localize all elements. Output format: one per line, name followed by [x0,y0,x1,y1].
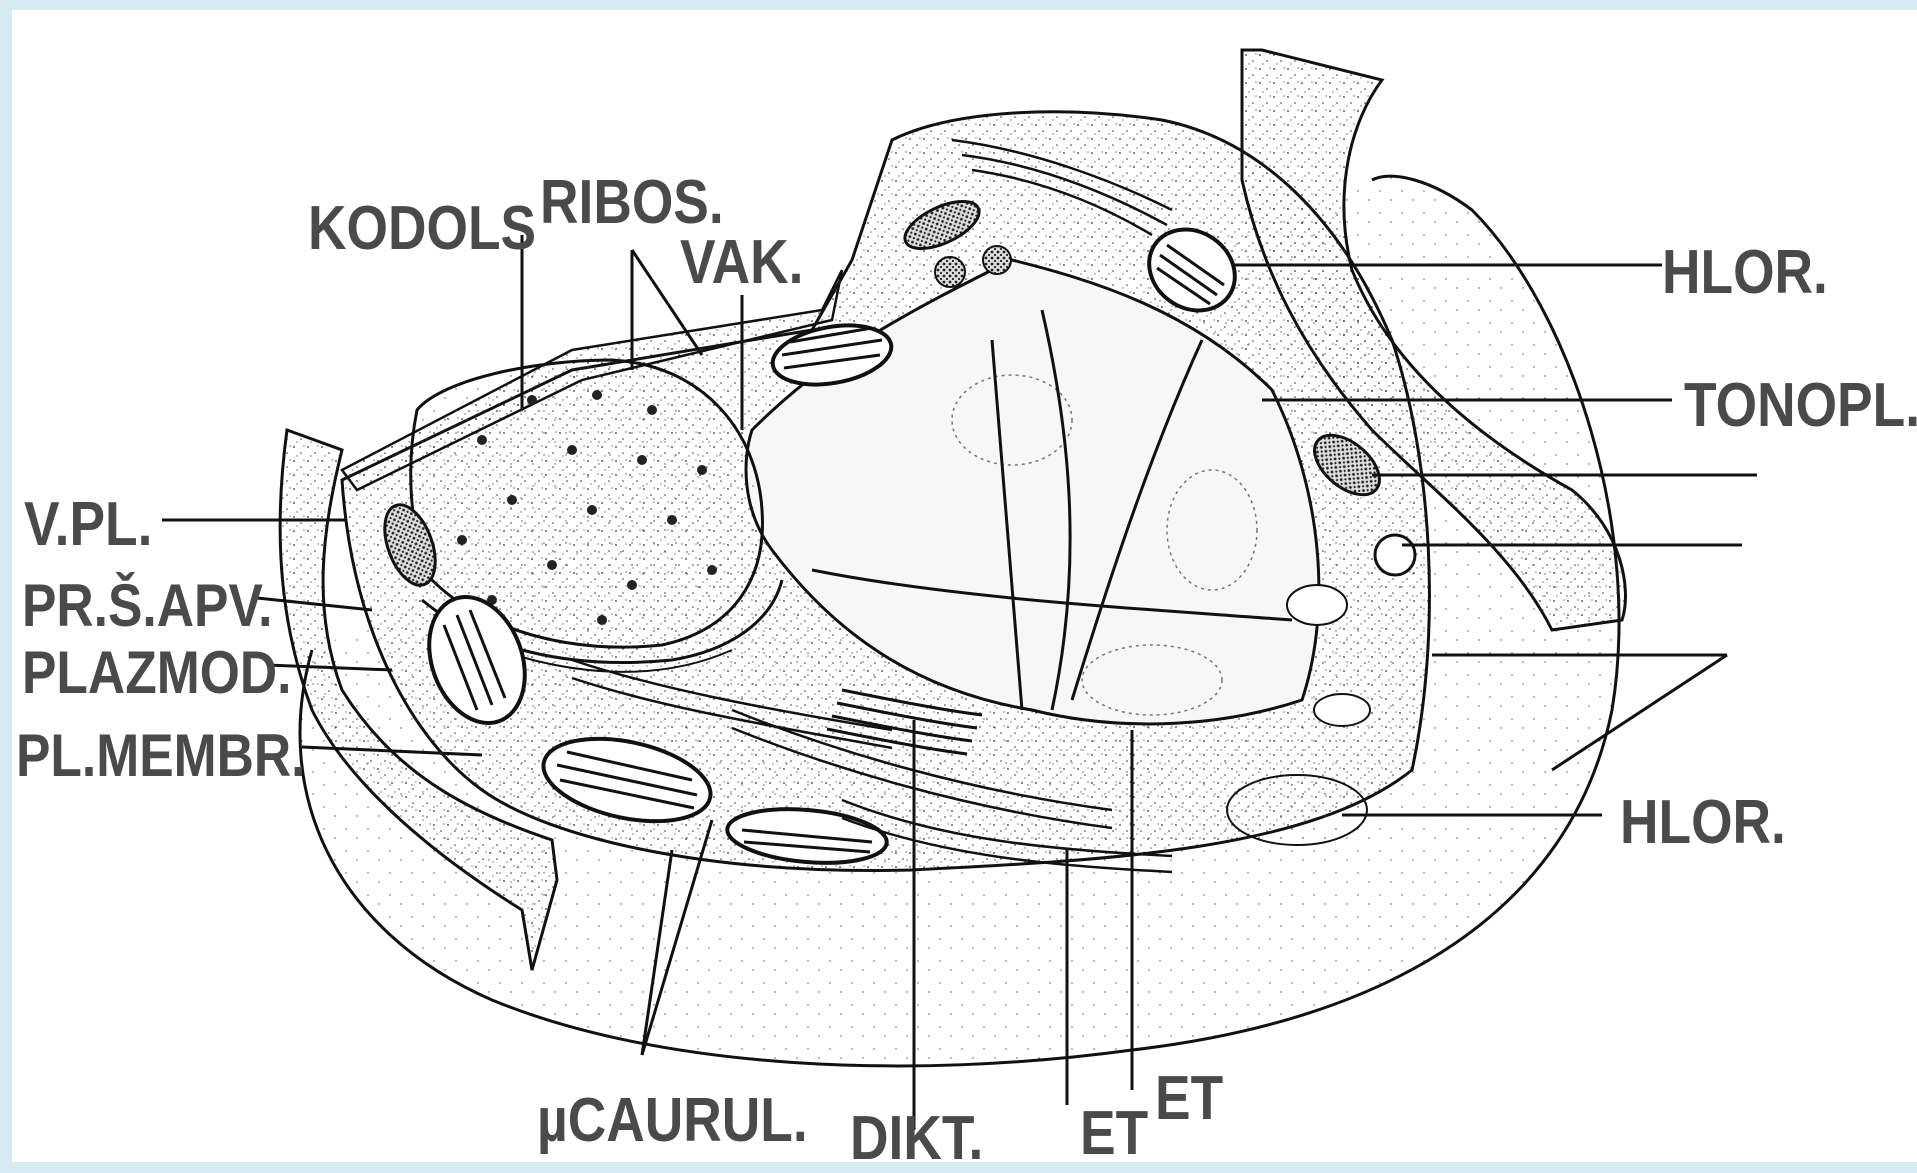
organelle-small-2 [983,246,1011,274]
label-vpl: V.PL. [24,494,152,556]
label-plazmod: PLAZMOD. [22,643,291,703]
label-vak: VAK. [680,232,803,294]
label-ribos: RIBOS. [540,172,724,234]
peroxisome [1375,535,1415,575]
plant-cell-diagram [12,10,1917,1162]
label-kodols: KODOLS [308,198,536,260]
label-hlor-bottom: HLOR. [1620,792,1786,854]
organelle-small-1 [935,257,965,287]
diagram-panel: KODOLS RIBOS. VAK. HLOR. TONOPL. V.PL. P… [12,10,1917,1162]
label-dikt: DIKT. [850,1108,983,1170]
label-tonopl: TONOPL. [1684,375,1917,437]
label-pl-membr: PL.MEMBR. [16,726,306,786]
label-caurul: µCAURUL. [537,1090,808,1152]
label-pr-s-apv: PR.Š.APV. [22,576,272,636]
label-et-2: ET [1155,1068,1223,1130]
label-et-1: ET [1080,1103,1148,1165]
label-hlor-top: HLOR. [1662,242,1828,304]
